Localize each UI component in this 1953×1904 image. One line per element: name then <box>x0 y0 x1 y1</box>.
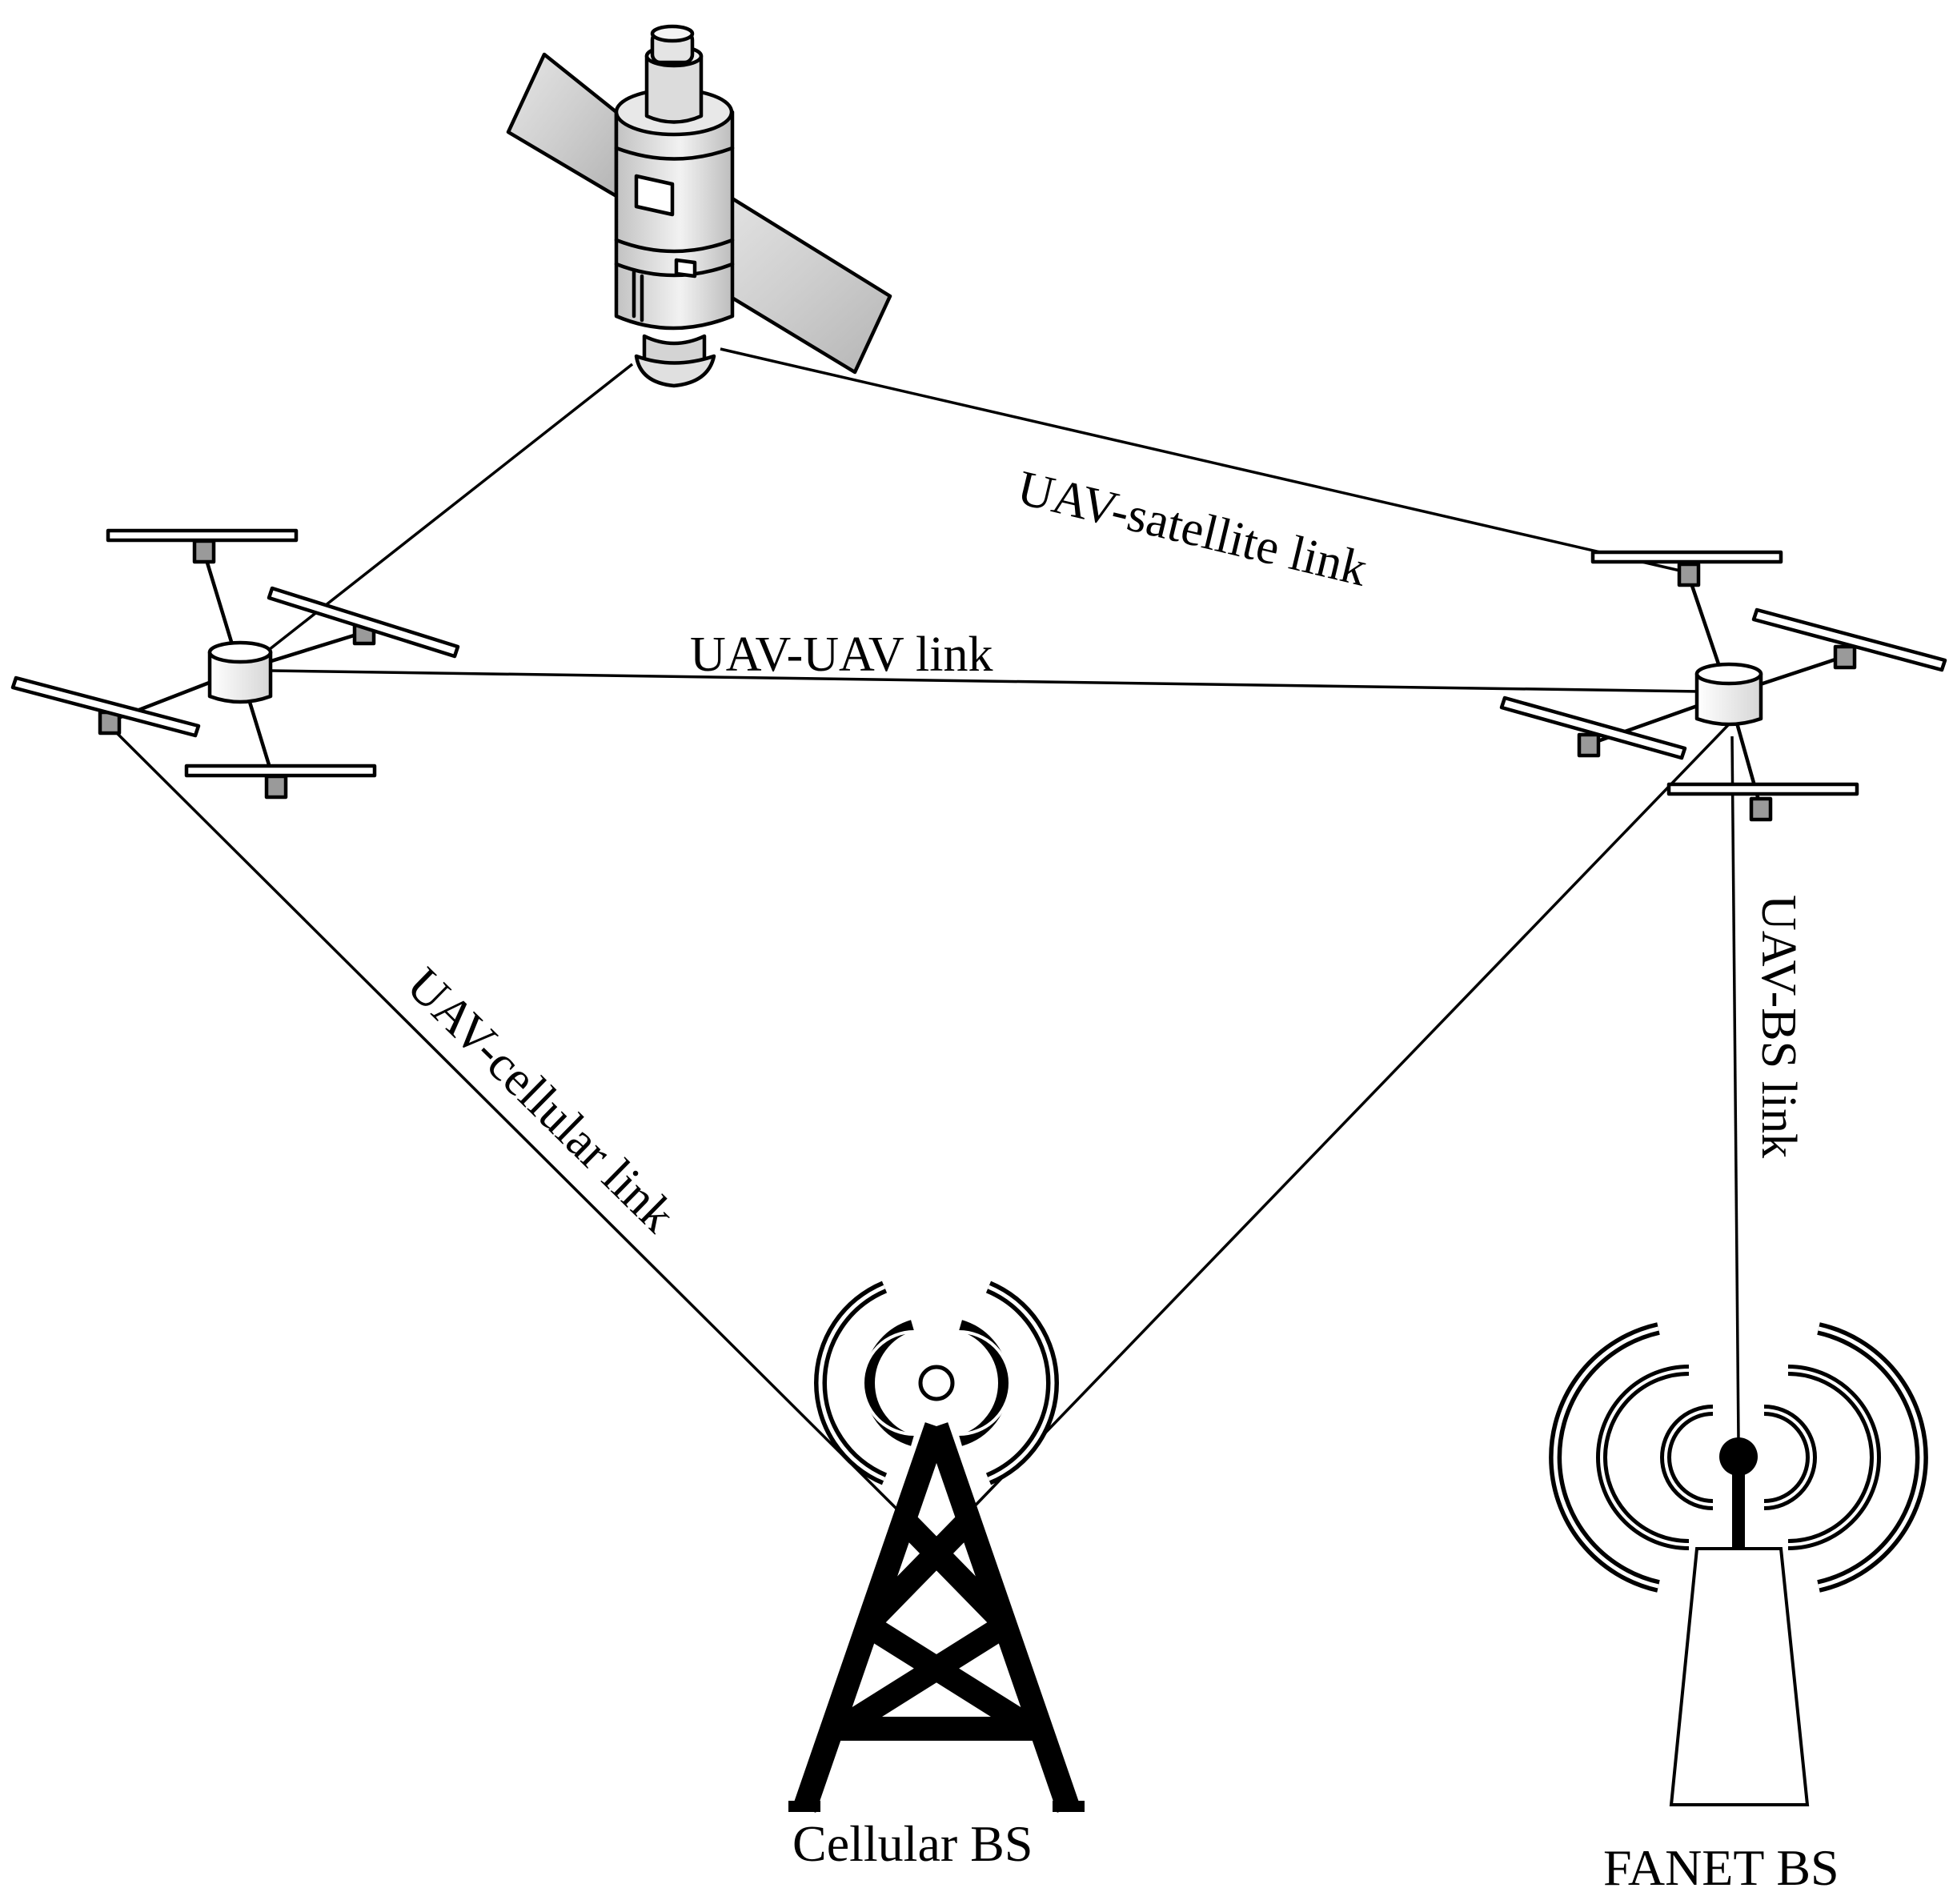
cell-tower-icon <box>788 1281 1085 1813</box>
fanet-tower-icon <box>1549 1322 1928 1806</box>
uav-cellular-link <box>110 727 906 1518</box>
cellular-bs-label: Cellular BS <box>792 1815 1033 1872</box>
uav-bs-link <box>1730 736 1740 1441</box>
uav-uav-link-label: UAV-UAV link <box>690 627 993 682</box>
uav-cellular-link-right <box>963 723 1730 1518</box>
satellite-icon <box>506 24 892 388</box>
uav-satellite-link-left <box>253 363 634 663</box>
uav-satellite-link-label: UAV-satellite link <box>1013 460 1373 596</box>
uav-icon <box>10 528 460 800</box>
fanet-bs-label: FANET BS <box>1603 1839 1839 1896</box>
uav-icon <box>1499 550 1947 822</box>
links <box>110 347 1740 1518</box>
uav-uav-link <box>271 669 1701 693</box>
uav-cellular-link-label: UAV-cellular link <box>396 957 685 1242</box>
uav-bs-link-label: UAV-BS link <box>1751 895 1806 1158</box>
uav-satellite-link-right <box>720 347 1691 575</box>
